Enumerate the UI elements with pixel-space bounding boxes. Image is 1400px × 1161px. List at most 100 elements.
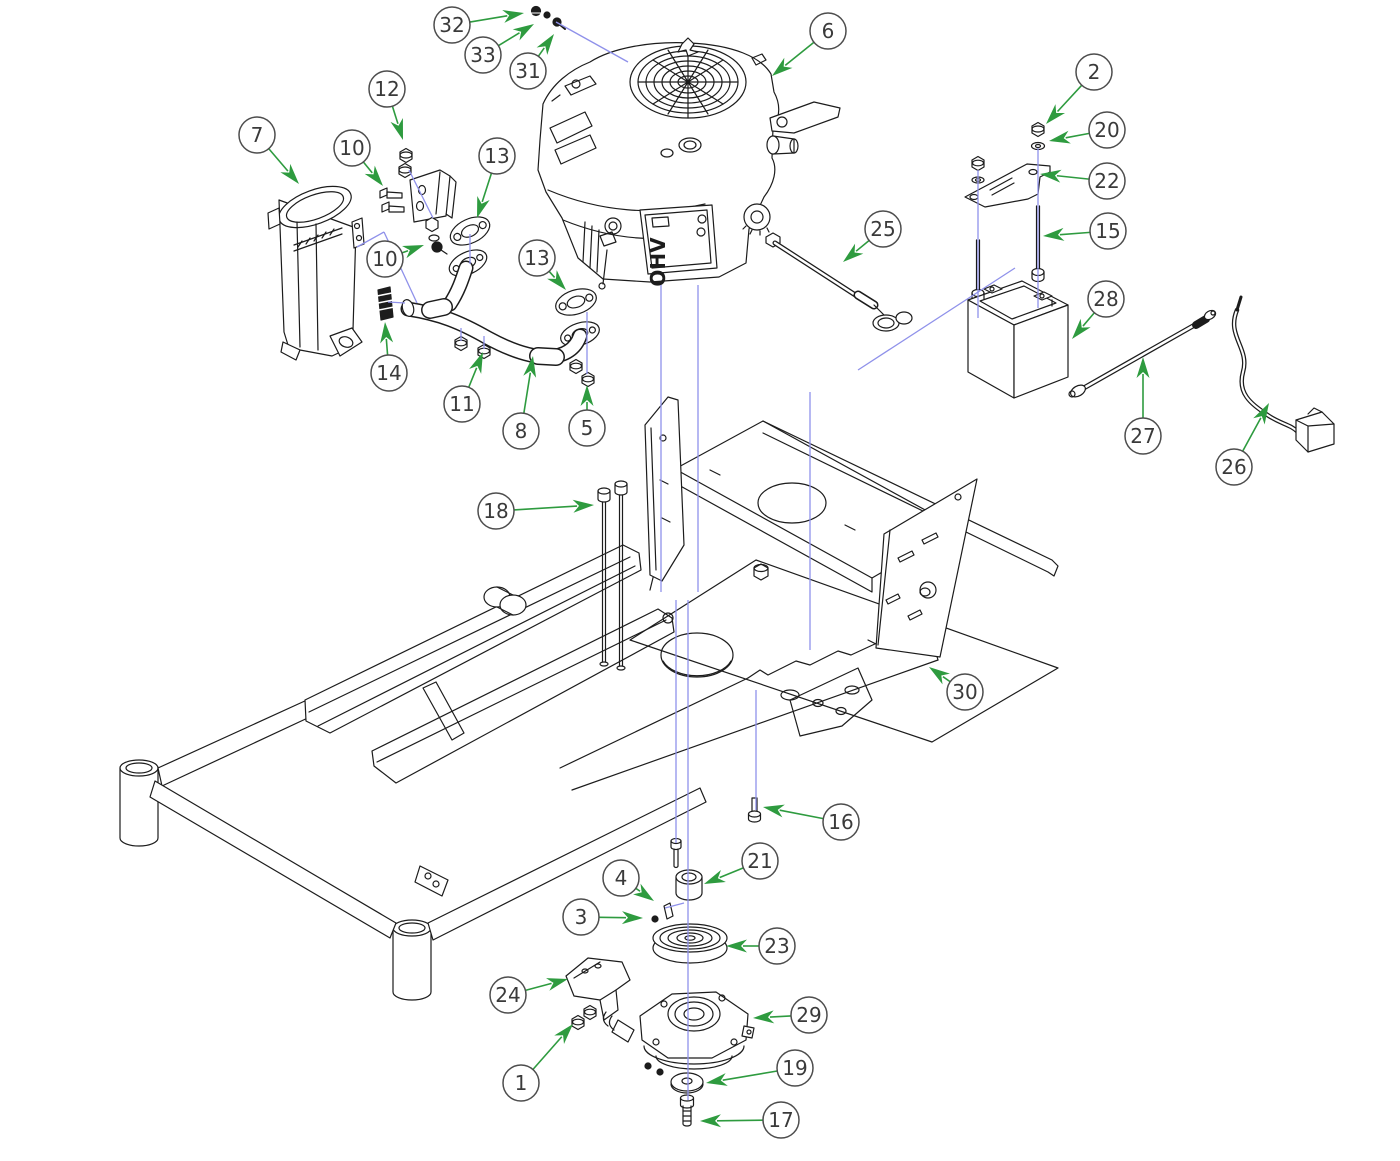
callout-circle <box>443 385 481 423</box>
callout-circle <box>1124 417 1162 455</box>
callout-arrow-line <box>523 372 532 414</box>
callout-arrow-line <box>722 1070 778 1081</box>
callout-circle <box>366 240 404 278</box>
callout-arrowhead <box>753 1010 775 1024</box>
callout-circle <box>489 976 527 1014</box>
part-battery-cable-straight <box>1068 309 1217 398</box>
callout-29: 29 <box>753 996 828 1034</box>
callout-33: 33 <box>464 24 534 74</box>
callout-arrowhead <box>1136 357 1150 378</box>
callout-15: 15 <box>1043 212 1127 250</box>
callout-circle <box>946 673 984 711</box>
callout-number: 22 <box>1094 169 1119 193</box>
callout-4: 4 <box>602 859 654 901</box>
callout-12: 12 <box>368 70 406 140</box>
callout-arrow-line <box>942 676 951 683</box>
callout-circle <box>1089 212 1127 250</box>
callout-circle <box>758 927 796 965</box>
callout-28: 28 <box>1072 280 1125 339</box>
part-exhaust-pipe <box>400 260 588 366</box>
callout-circle <box>776 1049 814 1087</box>
callout-arrowhead <box>390 118 403 140</box>
callout-arrowhead <box>843 243 864 262</box>
callout-arrowhead <box>700 1114 722 1128</box>
callout-circle <box>822 803 860 841</box>
callout-arrow-line <box>719 867 744 879</box>
callout-circle <box>370 354 408 392</box>
callout-number: 16 <box>828 810 853 834</box>
callout-arrow-line <box>268 148 289 172</box>
callout-6: 6 <box>772 12 847 76</box>
leader-line <box>664 902 685 909</box>
callout-7: 7 <box>238 116 299 184</box>
callout-number: 6 <box>822 19 835 43</box>
callout-circle <box>1215 448 1253 486</box>
callout-number: 4 <box>615 866 628 890</box>
callout-number: 7 <box>251 123 264 147</box>
part-engine-mount-bolts <box>597 480 628 671</box>
callout-arrowhead <box>763 804 785 818</box>
callout-arrow-line <box>1059 231 1091 236</box>
callout-22: 22 <box>1040 162 1126 200</box>
callout-arrowhead <box>1049 130 1071 144</box>
callout-circle <box>562 898 600 936</box>
callout-number: 14 <box>376 361 401 385</box>
callout-circle <box>568 409 606 447</box>
callout-10a: 10 <box>333 129 383 186</box>
callout-8: 8 <box>502 356 540 450</box>
callout-arrowhead <box>929 667 950 685</box>
callout-arrowhead <box>1046 104 1066 124</box>
callout-arrow-line <box>362 161 373 174</box>
callout-arrow-line <box>391 105 399 125</box>
callout-number: 23 <box>764 934 789 958</box>
callout-arrowhead <box>523 356 537 378</box>
leader-line <box>857 267 1016 371</box>
engine-model-label: OHV <box>646 237 670 287</box>
callout-number: 3 <box>575 905 588 929</box>
callout-arrowhead <box>1040 169 1062 183</box>
part-key <box>663 902 674 920</box>
callout-arrow-line <box>635 887 641 892</box>
callout-circle <box>368 70 406 108</box>
callout-number: 19 <box>782 1056 807 1080</box>
callout-arrowhead <box>621 911 643 925</box>
callout-31: 31 <box>509 34 554 90</box>
callout-number: 5 <box>581 416 594 440</box>
callout-arrowhead <box>554 1024 573 1045</box>
callout-number: 15 <box>1095 219 1120 243</box>
callout-1: 1 <box>502 1024 573 1102</box>
callout-number: 25 <box>870 217 895 241</box>
callout-number: 11 <box>449 392 474 416</box>
part-clutch-washer <box>670 1072 704 1094</box>
callout-circle <box>478 137 516 175</box>
callout-arrow-line <box>855 239 870 252</box>
part-spacer <box>675 869 703 901</box>
callout-arrowhead <box>547 270 566 290</box>
callout-arrowhead <box>280 163 299 184</box>
callout-circle <box>1088 162 1126 200</box>
callout-arrow-line <box>1065 132 1090 139</box>
callout-circle <box>502 412 540 450</box>
callout-number: 31 <box>515 59 540 83</box>
callout-27: 27 <box>1124 357 1162 455</box>
callout-number: 1 <box>515 1071 528 1095</box>
callout-24: 24 <box>489 976 568 1014</box>
callout-circle <box>741 842 779 880</box>
callout-arrowhead <box>502 10 524 23</box>
callout-number: 33 <box>470 43 495 67</box>
callout-21: 21 <box>704 842 779 884</box>
callout-number: 21 <box>747 849 772 873</box>
callout-number: 2 <box>1088 60 1101 84</box>
callout-arrowhead <box>1253 403 1269 425</box>
callout-arrow-line <box>537 47 545 57</box>
callout-arrow-line <box>1082 312 1095 327</box>
callout-arrowhead <box>536 34 554 55</box>
callout-arrow-line <box>532 1036 563 1071</box>
part-battery <box>967 280 1069 399</box>
callout-number: 10 <box>372 247 397 271</box>
callout-26: 26 <box>1215 403 1269 486</box>
callout-arrowhead <box>477 196 490 218</box>
